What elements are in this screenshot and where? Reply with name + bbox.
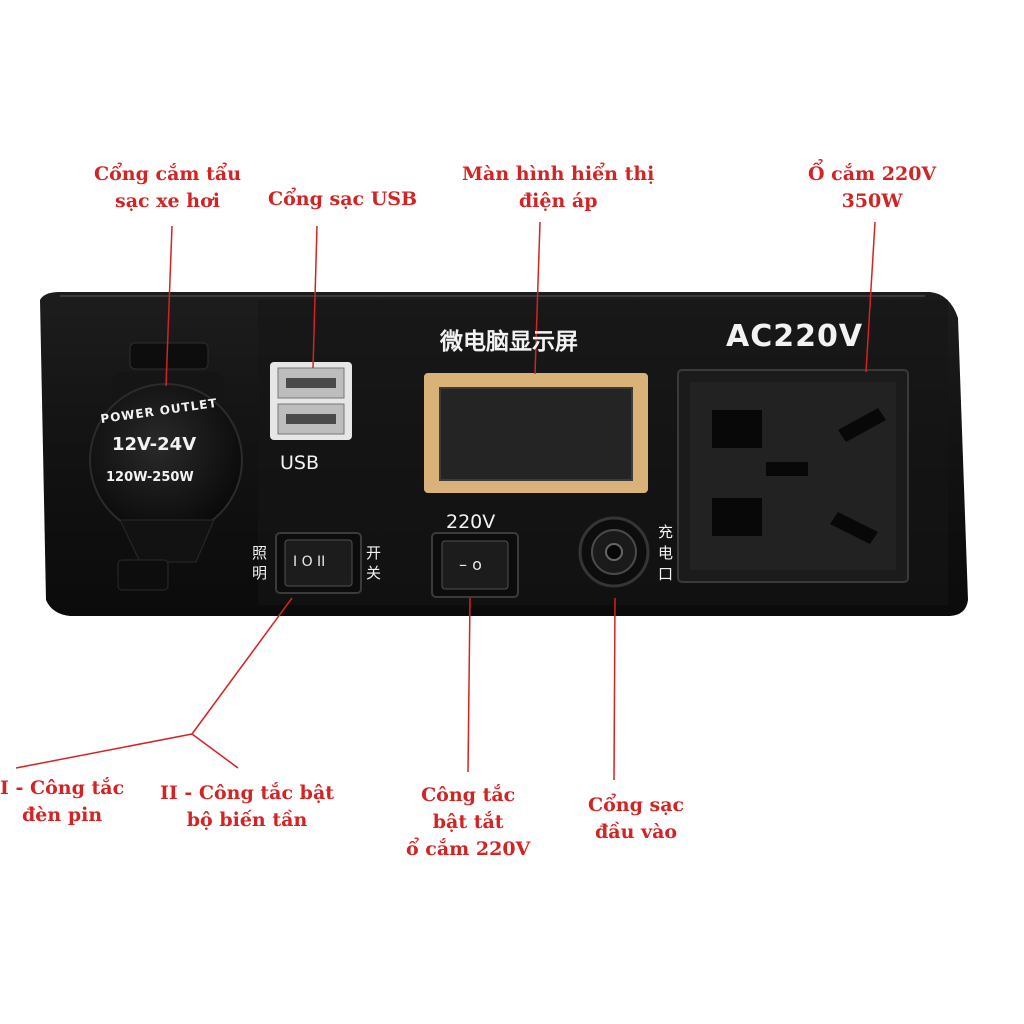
callout-line: bộ biến tần [186,809,308,831]
annotation-lines [15,221,876,781]
callout-line: II - Công tắc bật [160,782,335,804]
charge-port [578,516,650,588]
callout-line: 350W [841,190,903,212]
charge-port-label: 充电口 [658,523,674,583]
socket-switch-face[interactable]: – o [459,555,482,574]
ac-label: AC220V [726,319,864,354]
ac-socket [677,369,909,583]
socket-switch [431,532,519,598]
socket-switch-label: 220V [446,511,496,533]
light-switch-face[interactable]: I O II [293,554,326,570]
callout-line: sạc xe hơi [115,190,220,212]
outlet-power-text: 120W-250W [106,470,194,485]
car-outlet [89,342,243,591]
callout-line: đèn pin [22,804,103,826]
display-title: 微电脑显示屏 [440,329,578,355]
callout-line: Ổ cắm 220V [808,163,937,185]
callout-line: ổ cắm 220V [406,838,531,860]
light-label-right: 开关 [366,544,382,582]
callout-switch-socket: Công tắc bật tắt ổ cắm 220V [406,782,530,863]
callout-line: Công tắc [421,784,516,806]
callout-line: bật tắt [432,811,504,833]
callout-line: Cổng sạc [588,794,685,816]
usb-label: USB [280,452,320,474]
callout-line: I - Công tắc [0,777,125,799]
callout-line: Màn hình hiển thị [462,163,655,185]
light-switch [275,532,362,594]
callout-display: Màn hình hiển thị điện áp [462,161,654,215]
callout-ac-socket: Ổ cắm 220V 350W [808,161,936,215]
callout-car-outlet: Cổng cắm tẩu sạc xe hơi [94,161,241,215]
callout-line: Cổng cắm tẩu [94,163,242,185]
callout-line: đầu vào [595,821,678,843]
callout-charge-input: Cổng sạc đầu vào [588,792,684,846]
usb-ports [270,362,352,440]
callout-line: Cổng sạc USB [268,188,418,210]
callout-switch-light: I - Công tắc đèn pin [0,775,124,829]
callout-switch-inverter: II - Công tắc bật bộ biến tần [160,780,334,834]
callout-line: điện áp [518,190,598,212]
callout-usb-port: Cổng sạc USB [268,186,417,213]
outlet-voltage-text: 12V-24V [112,434,197,455]
light-label-left: 照明 [252,544,268,582]
voltage-display [424,373,648,493]
